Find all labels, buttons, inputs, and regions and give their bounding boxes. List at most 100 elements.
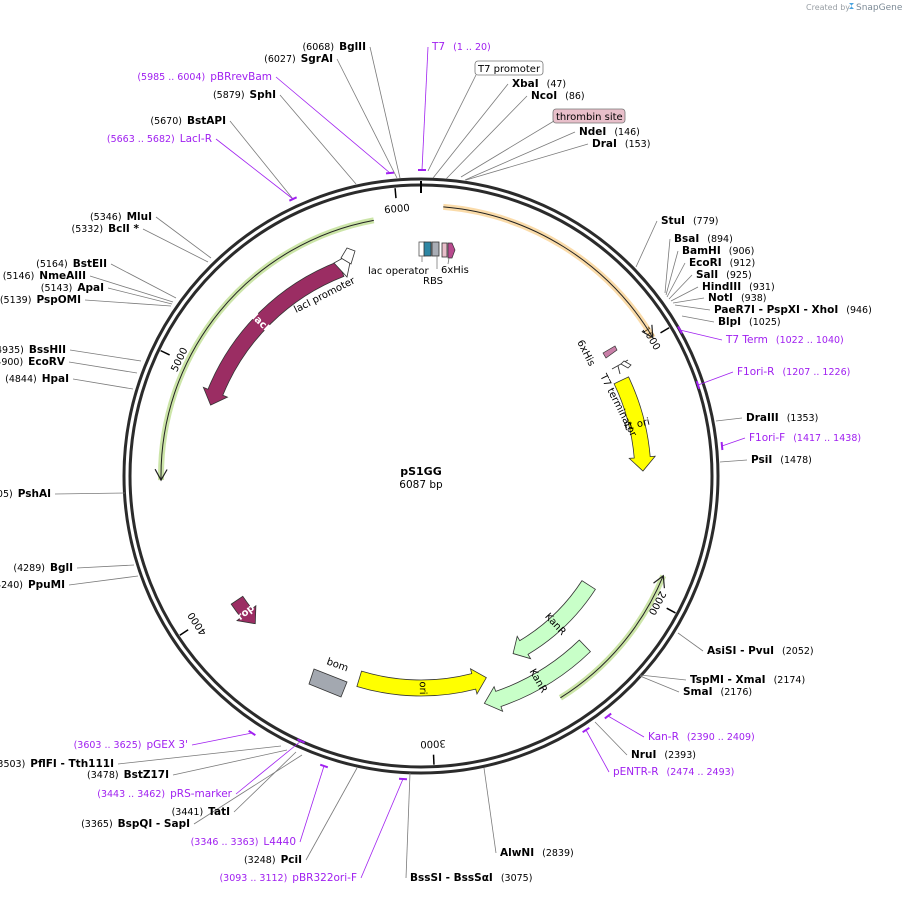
site-leader: [670, 286, 699, 302]
enzyme-position: (3503): [0, 759, 25, 770]
restriction-site: TatI(3441): [172, 806, 230, 818]
enzyme-name: StuI: [661, 215, 685, 227]
restriction-site: BglI(4289): [13, 562, 73, 574]
6xhis-right-label: 6xHis: [574, 338, 596, 368]
enzyme-name: BglI: [50, 562, 73, 574]
primer-name: LacI-R: [180, 133, 212, 145]
site-leader: [336, 58, 398, 179]
orange-arc-t7: [443, 206, 654, 338]
bom-label: bom: [325, 656, 350, 674]
enzyme-name: BamHI: [682, 245, 721, 257]
site-leader: [305, 767, 358, 861]
site-leader: [84, 299, 172, 307]
6xhis-right-arrow: [602, 345, 618, 359]
primer-name: L4440: [263, 836, 296, 848]
primer-leader: [721, 437, 746, 447]
green-arc-lacI: [160, 219, 374, 481]
enzyme-name: EcoRI: [689, 257, 722, 269]
primer-tick: [248, 729, 256, 737]
site-leader: [107, 287, 173, 305]
site-leader: [665, 250, 679, 296]
plasmid-name: pS1GG: [400, 465, 442, 478]
rbs-label: RBS: [423, 276, 443, 287]
primer-range: (1 .. 20): [453, 42, 491, 53]
top-feature-cluster: lac operator RBS 6xHis: [368, 241, 469, 287]
primer-tick: [385, 171, 395, 175]
bom: bom: [308, 656, 350, 698]
restriction-site: SgrAI(6027): [264, 53, 333, 65]
enzyme-name: AlwNI: [500, 847, 534, 859]
enzyme-position: (153): [625, 139, 651, 150]
restriction-site: NruI(2393): [631, 749, 696, 761]
primer-leader: [421, 46, 429, 171]
enzyme-position: (4844): [5, 374, 37, 385]
primer-range: (2474 .. 2493): [667, 767, 735, 778]
enzyme-name: NcoI: [531, 90, 557, 102]
restriction-site: HindIII(931): [702, 281, 775, 293]
primer-site: pBRrevBam(5985 .. 6004): [137, 71, 272, 83]
annotation-box-t7-promoter: T7 promoter: [427, 60, 544, 172]
enzyme-name: PpuMI: [28, 579, 65, 591]
primer-site: pBR322ori-F(3093 .. 3112): [219, 872, 357, 884]
enzyme-position: (4505): [0, 489, 13, 500]
t7-terminator-symbol: [611, 359, 632, 375]
primer-tick: [288, 196, 298, 202]
enzyme-position: (4935): [0, 345, 24, 356]
enzyme-position: (1478): [780, 455, 812, 466]
enzyme-position: (2176): [721, 687, 753, 698]
enzyme-position: (5164): [36, 259, 68, 270]
enzyme-position: (906): [729, 246, 755, 257]
site-leader: [432, 83, 509, 179]
primer-tick: [720, 441, 724, 451]
restriction-site: BstAPI(5670): [150, 115, 226, 127]
site-leader: [639, 674, 687, 681]
primer-name: pBRrevBam: [210, 71, 272, 83]
enzyme-name: BstZ17I: [124, 769, 169, 781]
enzyme-name: AsiSI - PvuI: [707, 645, 774, 657]
primer-tick: [604, 712, 612, 720]
restriction-site: EcoRV(4900): [0, 356, 66, 368]
lac-operator-label: lac operator: [368, 266, 429, 277]
primer-name: pGEX 3': [146, 739, 188, 751]
restriction-site: BstZ17I(3478): [87, 769, 169, 781]
rbs-box: [423, 241, 432, 257]
site-leader: [110, 263, 177, 299]
primer-leader: [235, 740, 302, 795]
restriction-site: BglII(6068): [302, 41, 366, 53]
restriction-site: PshAI(4505): [0, 488, 51, 500]
primer-name: F1ori-F: [749, 432, 785, 444]
enzyme-name: PciI: [281, 854, 302, 866]
enzyme-name: NdeI: [579, 126, 606, 138]
primer-range: (3603 .. 3625): [74, 740, 142, 751]
enzyme-name: TatI: [208, 806, 230, 818]
primer-site: F1ori-R(1207 .. 1226): [737, 366, 850, 378]
restriction-site: BamHI (906): [682, 245, 754, 257]
enzyme-name: NmeAIII: [39, 270, 86, 282]
restriction-site: PsiI (1478): [751, 454, 812, 466]
primer-leader: [275, 76, 391, 174]
site-leader: [54, 492, 126, 495]
restriction-site: BssHII(4935): [0, 344, 66, 356]
restriction-site: NcoI (86): [531, 90, 585, 102]
enzyme-position: (3365): [81, 819, 113, 830]
tick-label: 3000: [420, 737, 446, 749]
enzyme-position: (2393): [664, 750, 696, 761]
enzyme-position: (86): [565, 91, 585, 102]
enzyme-name: PsiI: [751, 454, 772, 466]
enzyme-name: BssSI - BssSαI: [410, 872, 493, 884]
enzyme-position: (5332): [72, 224, 104, 235]
site-leader: [229, 120, 294, 200]
enzyme-position: (6027): [264, 54, 296, 65]
site-leader: [715, 417, 743, 422]
kanr-1-arrow: [512, 580, 596, 660]
primer-leader: [360, 778, 404, 879]
enzyme-position: (946): [846, 305, 872, 316]
thrombin-site-label: thrombin site: [556, 112, 623, 123]
site-leader: [172, 749, 288, 776]
enzyme-position: (3248): [244, 855, 276, 866]
enzyme-position: (3075): [501, 873, 533, 884]
enzyme-position: (1025): [749, 317, 781, 328]
primer-leader: [679, 329, 723, 341]
restriction-site: BsaI(894): [674, 233, 733, 245]
enzyme-position: (779): [693, 216, 719, 227]
